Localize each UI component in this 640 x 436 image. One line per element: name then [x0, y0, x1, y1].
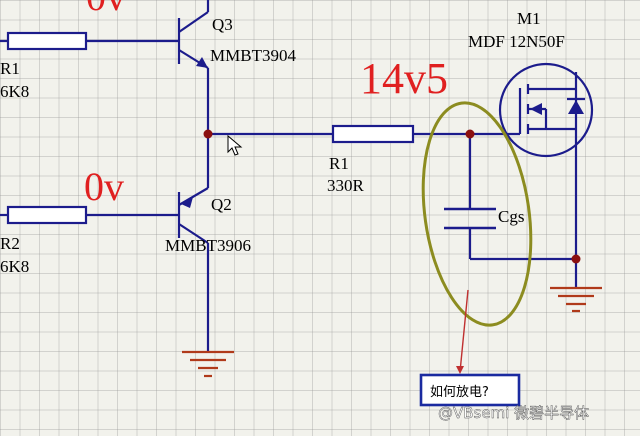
r1-base-ref-label: R1	[0, 59, 20, 78]
annotation-ellipse	[421, 101, 533, 327]
voltage-label-top: 0v	[86, 0, 126, 19]
junction-dot-emitter-node	[203, 129, 213, 139]
m1-ref-label: M1	[517, 9, 541, 28]
capacitor-cgs	[444, 207, 496, 230]
resistor-r2-base	[6, 205, 88, 225]
transistor-q3-npn	[177, 11, 209, 69]
junction-dot-gate	[465, 129, 475, 139]
annotation-question-text: 如何放电?	[430, 384, 489, 400]
r1-gate-ref-label: R1	[329, 154, 349, 173]
junction-dot-source	[571, 254, 581, 264]
q3-part-label: MMBT3904	[210, 46, 296, 65]
ground-symbol-q2	[182, 350, 234, 378]
m1-part-label: MDF 12N50F	[468, 32, 565, 51]
q2-part-label: MMBT3906	[165, 236, 251, 255]
resistor-r1-base	[6, 31, 88, 51]
r2-value-label: 6K8	[0, 257, 29, 276]
voltage-label-mid: 0v	[84, 164, 124, 209]
q2-ref-label: Q2	[211, 195, 232, 214]
annotation-box	[419, 373, 521, 407]
mouse-pointer-icon	[227, 134, 243, 156]
annotation-arrow	[459, 289, 469, 373]
annotation-arrowhead	[456, 366, 464, 374]
capacitor-label: Cgs	[498, 207, 524, 226]
watermark-text: @VBsemi 微碧半导体	[438, 404, 589, 422]
voltage-label-gate: 14v5	[360, 54, 448, 103]
transistor-q2-pnp	[177, 187, 209, 244]
resistor-r1-gate	[331, 124, 415, 144]
r2-ref-label: R2	[0, 234, 20, 253]
r1-gate-value-label: 330R	[327, 176, 365, 195]
ground-symbol-mosfet	[550, 286, 602, 313]
q3-ref-label: Q3	[212, 15, 233, 34]
r1-base-value-label: 6K8	[0, 82, 29, 101]
mosfet-m1	[498, 62, 594, 158]
